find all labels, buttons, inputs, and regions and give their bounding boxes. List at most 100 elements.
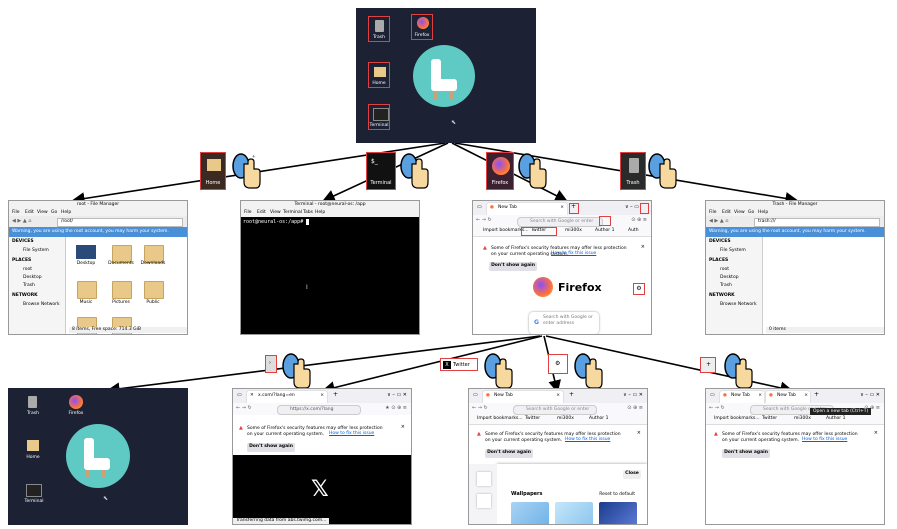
menu-go[interactable]: Go <box>748 210 755 215</box>
menu-view[interactable]: View <box>270 210 281 215</box>
folder-desktop[interactable]: Desktop <box>74 245 98 271</box>
bookmark-mi300x[interactable]: mi300x <box>557 416 574 421</box>
new-tab-button[interactable]: + <box>569 391 575 398</box>
nav-buttons[interactable]: ← → ↻ <box>709 405 725 411</box>
nav-buttons[interactable]: ← → ↻ <box>236 405 252 411</box>
tab-new-tab-2[interactable]: ● New Tab × <box>766 391 810 403</box>
window-controls[interactable]: ∨ – ▭ ✕ <box>387 392 407 398</box>
customize-gear-icon[interactable]: ⚙ <box>633 283 645 295</box>
desktop-trash-icon[interactable]: Trash <box>22 394 44 420</box>
tab-list-icon[interactable]: ▭ <box>473 392 478 398</box>
nav-buttons[interactable]: ← → ↻ <box>476 217 492 223</box>
dont-show-again-button[interactable]: Don't show again <box>722 449 770 458</box>
new-tab-button[interactable]: + <box>814 391 820 398</box>
sidebar-item-browse-network[interactable]: Browse Network <box>23 302 60 307</box>
bookmark-import[interactable]: Import bookmarks... <box>477 416 523 421</box>
menu-file[interactable]: File <box>12 210 20 215</box>
bookmark-mi300x[interactable]: mi300x <box>794 416 811 421</box>
desktop-firefox-icon[interactable]: Firefox <box>64 394 88 420</box>
bookmark-mi300x[interactable]: mi300x <box>565 228 582 233</box>
center-search-box[interactable]: G Search with Google or enter address <box>529 312 599 334</box>
sidebar-item-trash[interactable]: Trash <box>720 283 732 288</box>
path-bar[interactable]: trash:/// <box>754 218 880 227</box>
dont-show-again-button[interactable]: Don't show again <box>489 262 537 271</box>
folder-pictures[interactable]: Pictures <box>106 281 136 307</box>
desktop-home-icon[interactable]: Home <box>368 62 390 88</box>
window-controls[interactable]: ∨ – ▭ ✕ <box>860 392 880 398</box>
url-bar[interactable]: Search with Google or enter <box>517 217 603 227</box>
wallpaper-option[interactable] <box>511 502 549 524</box>
bookmark-import[interactable]: Import bookmarks... <box>714 416 760 421</box>
wallpaper-option[interactable] <box>555 502 593 524</box>
menu-help[interactable]: Help <box>758 210 769 215</box>
new-tab-button[interactable]: + <box>571 203 577 210</box>
fix-link[interactable]: How to fix this issue <box>802 437 848 442</box>
sidebar-item-root[interactable]: root <box>720 267 730 272</box>
toolbar-icons[interactable]: ★ ⊙ ⊕ ≡ <box>385 405 407 411</box>
fix-link[interactable]: How to fix this issue <box>329 431 375 436</box>
close-icon[interactable]: × <box>400 424 405 430</box>
dont-show-again-button[interactable]: Don't show again <box>247 443 295 452</box>
bookmark-author1[interactable]: Author 1 <box>826 416 846 421</box>
close-button[interactable]: Close <box>623 470 641 479</box>
menu-terminal[interactable]: Terminal <box>283 210 303 215</box>
menu-edit[interactable]: Edit <box>257 210 266 215</box>
bookmark-twitter[interactable]: Twitter <box>762 416 778 421</box>
folder-music[interactable]: Music <box>74 281 98 307</box>
tab-list-icon[interactable]: ▭ <box>237 392 242 398</box>
fix-link[interactable]: How to fix this issue <box>565 437 611 442</box>
bookmark-author1[interactable]: Author 1 <box>589 416 609 421</box>
terminal-output[interactable]: root@neural-os:/app# <box>243 219 310 225</box>
path-bar[interactable]: /root/ <box>57 218 183 227</box>
bookmark-twitter[interactable]: Twitter <box>525 416 541 421</box>
tab-new-tab[interactable]: ● New Tab × <box>720 391 764 403</box>
url-bar[interactable]: Search with Google or enter <box>513 405 597 415</box>
sidebar-item-filesystem[interactable]: File System <box>720 248 746 253</box>
bookmark-import[interactable]: Import bookmarks... <box>483 228 529 233</box>
tab-new-tab[interactable]: ● New Tab × <box>483 391 563 403</box>
folder-downloads[interactable]: Downloads <box>138 245 168 271</box>
dont-show-again-button[interactable]: Don't show again <box>485 449 533 458</box>
tab-new-tab[interactable]: ● New Tab × <box>487 203 567 215</box>
toolbar-icons[interactable]: ⊙ ⊕ ≡ <box>864 405 880 411</box>
menu-edit[interactable]: Edit <box>25 210 34 215</box>
toolbar-icons[interactable]: ⊙ ⊕ ≡ <box>631 217 647 223</box>
desktop-trash-icon[interactable]: Trash <box>368 16 390 42</box>
nav-buttons[interactable]: ← → ↻ <box>472 405 488 411</box>
url-bar[interactable]: https://x.com/?lang <box>277 405 361 415</box>
menu-view[interactable]: View <box>734 210 745 215</box>
menu-help[interactable]: Help <box>315 210 326 215</box>
desktop-terminal-icon[interactable]: Terminal <box>22 482 46 508</box>
tab-x[interactable]: ✕ x.com/?lang=en × <box>247 391 327 403</box>
tab-list-icon[interactable]: ▭ <box>477 204 482 210</box>
menu-help[interactable]: Help <box>61 210 72 215</box>
folder-public[interactable]: Public <box>138 281 168 307</box>
desktop-firefox-icon[interactable]: Firefox <box>411 14 433 40</box>
sidebar-item-trash[interactable]: Trash <box>23 283 35 288</box>
menu-tabs[interactable]: Tabs <box>303 210 313 215</box>
sidebar-item-filesystem[interactable]: File System <box>23 248 49 253</box>
desktop-home-icon[interactable]: Home <box>22 438 44 464</box>
window-controls[interactable]: ∨ – ▭ ✕ <box>623 392 643 398</box>
menu-view[interactable]: View <box>37 210 48 215</box>
menu-file[interactable]: File <box>244 210 252 215</box>
menu-go[interactable]: Go <box>51 210 58 215</box>
bookmark-author1[interactable]: Author 1 <box>595 228 615 233</box>
close-icon[interactable]: × <box>636 430 641 436</box>
menu-file[interactable]: File <box>709 210 717 215</box>
reset-to-default-link[interactable]: Reset to default <box>599 492 635 497</box>
sidebar-item-desktop[interactable]: Desktop <box>23 275 42 280</box>
nav-arrows-icon[interactable]: ◀ ▶ ▲ ⌂ <box>709 218 729 224</box>
close-icon[interactable]: × <box>873 430 878 436</box>
toolbar-icons[interactable]: ⊙ ⊕ ≡ <box>627 405 643 411</box>
window-controls[interactable]: ∨ – ▭ <box>624 204 639 210</box>
menu-edit[interactable]: Edit <box>722 210 731 215</box>
fix-link[interactable]: How to fix this issue <box>551 251 597 256</box>
desktop-terminal-icon[interactable]: Terminal <box>368 104 390 130</box>
wallpaper-option[interactable] <box>599 502 637 524</box>
sidebar-item-root[interactable]: root <box>23 267 33 272</box>
close-icon[interactable]: × <box>640 244 645 250</box>
nav-arrows-icon[interactable]: ◀ ▶ ▲ ⌂ <box>12 218 32 224</box>
new-tab-button[interactable]: + <box>333 391 339 398</box>
sidebar-item-desktop[interactable]: Desktop <box>720 275 739 280</box>
